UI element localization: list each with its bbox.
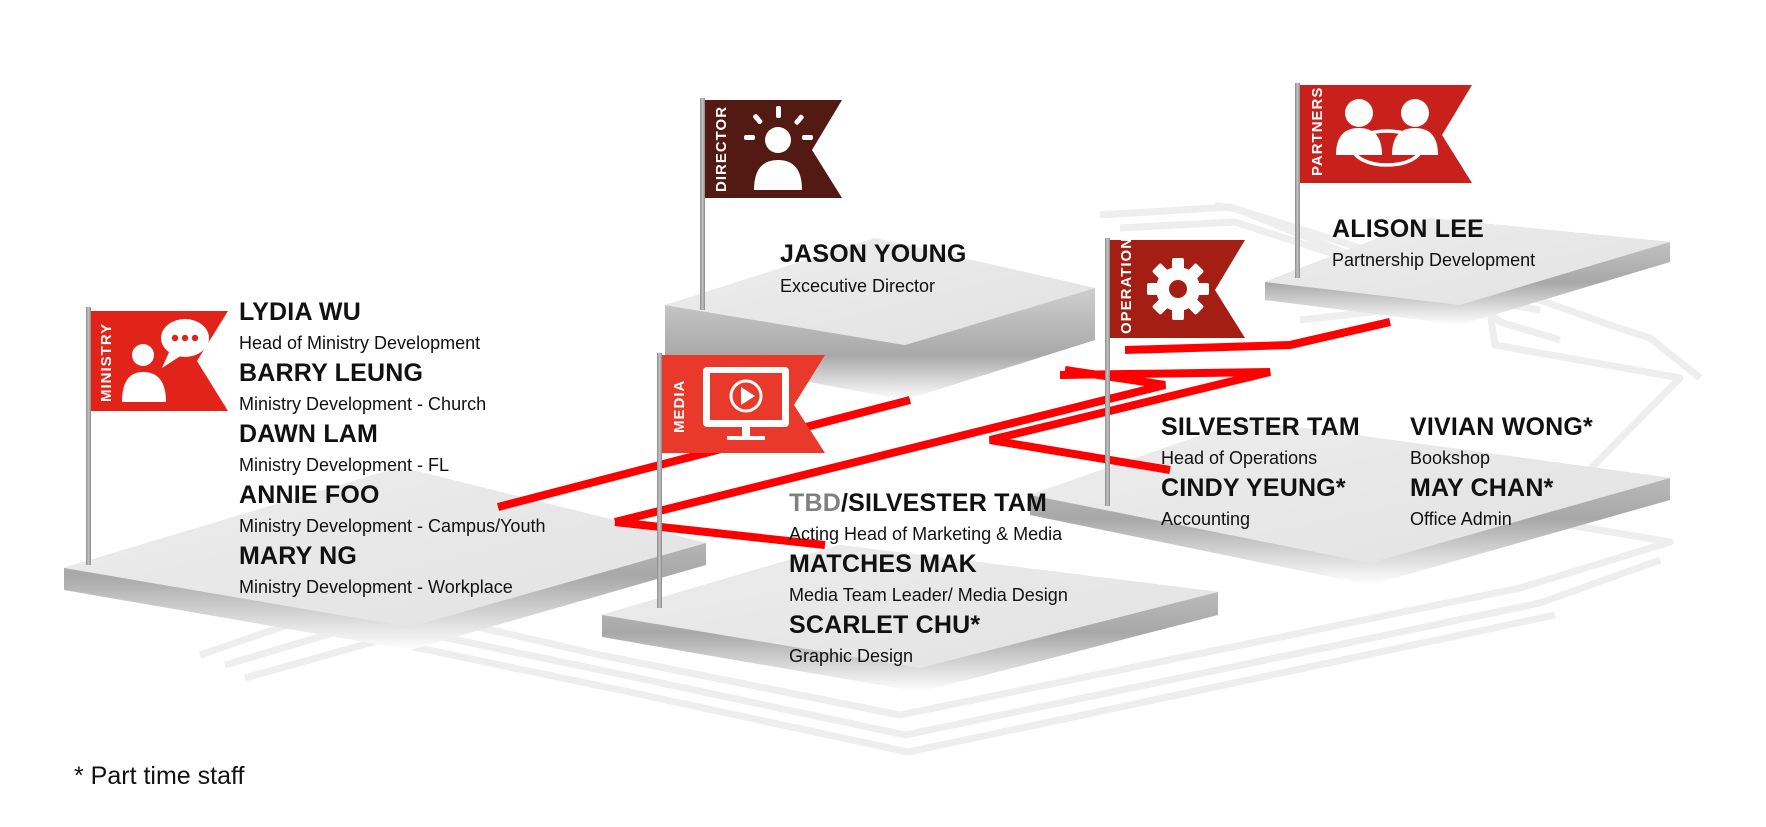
platform-director	[665, 238, 1095, 400]
handshake-people-icon	[1336, 99, 1438, 167]
platform-operation	[1030, 420, 1670, 585]
idea-person-icon	[744, 106, 813, 190]
play-monitor-icon	[703, 367, 789, 440]
connector-lines	[496, 318, 1391, 549]
partners-name: ALISON LEE	[1332, 215, 1485, 243]
flag-media-label: MEDIA	[671, 380, 688, 433]
ministry-staff-role: Ministry Development - Campus/Youth	[239, 516, 546, 536]
platform-partners	[1265, 218, 1670, 325]
media-head-prefix: TBD	[789, 489, 841, 517]
flag-director-label: DIRECTOR	[713, 106, 730, 192]
flag-ministry-label: MINISTRY	[98, 323, 115, 402]
flag-ministry: MINISTRY	[86, 307, 228, 565]
media-staff-role: Graphic Design	[789, 646, 914, 666]
operation-staff-role: Head of Operations	[1161, 448, 1318, 468]
operation-staff-name: CINDY YEUNG*	[1161, 474, 1346, 502]
flag-director: DIRECTOR	[700, 98, 842, 310]
media-staff-name: MATCHES MAK	[789, 550, 977, 578]
media-staff-name: SCARLET CHU*	[789, 611, 981, 639]
flag-media: MEDIA	[657, 353, 825, 608]
flag-partners-label: PARTNERS	[1309, 87, 1326, 176]
flag-partners: PARTNERS	[1295, 83, 1472, 278]
operation-staff-role: Bookshop	[1410, 448, 1491, 468]
platform-ministry	[64, 467, 706, 650]
media-head-name: TBD/SILVESTER TAM	[789, 489, 1047, 517]
chat-person-icon	[122, 319, 209, 402]
partners-role: Partnership Development	[1332, 250, 1536, 270]
ministry-staff-name: BARRY LEUNG	[239, 359, 424, 387]
operation-staff-name: VIVIAN WONG*	[1410, 413, 1593, 441]
platform-media	[602, 545, 1218, 692]
operation-staff-role: Accounting	[1161, 509, 1251, 529]
ministry-staff-role: Head of Ministry Development	[239, 333, 481, 353]
ministry-staff-role: Ministry Development - Church	[239, 394, 487, 414]
operation-staff-role: Office Admin	[1410, 509, 1512, 529]
director-role: Excecutive Director	[780, 276, 936, 296]
flag-operation-label: OPERATION	[1118, 237, 1135, 334]
flag-operation: OPERATION	[1105, 237, 1245, 506]
media-head-name-text: /SILVESTER TAM	[840, 489, 1048, 517]
operation-staff-name: MAY CHAN*	[1410, 474, 1554, 502]
media-staff-role: Media Team Leader/ Media Design	[789, 585, 1068, 605]
director-name: JASON YOUNG	[780, 240, 967, 268]
ministry-staff-name: LYDIA WU	[239, 298, 361, 326]
ministry-staff-name: MARY NG	[239, 542, 358, 570]
ministry-staff-name: ANNIE FOO	[239, 481, 380, 509]
ministry-staff-role: Ministry Development - Workplace	[239, 577, 513, 597]
gear-icon	[1147, 258, 1209, 320]
footnote: * Part time staff	[74, 762, 245, 790]
ministry-staff-name: DAWN LAM	[239, 420, 379, 448]
operation-staff-name: SILVESTER TAM	[1161, 413, 1360, 441]
media-head-role: Acting Head of Marketing & Media	[789, 524, 1063, 544]
ministry-staff-role: Ministry Development - FL	[239, 455, 450, 475]
